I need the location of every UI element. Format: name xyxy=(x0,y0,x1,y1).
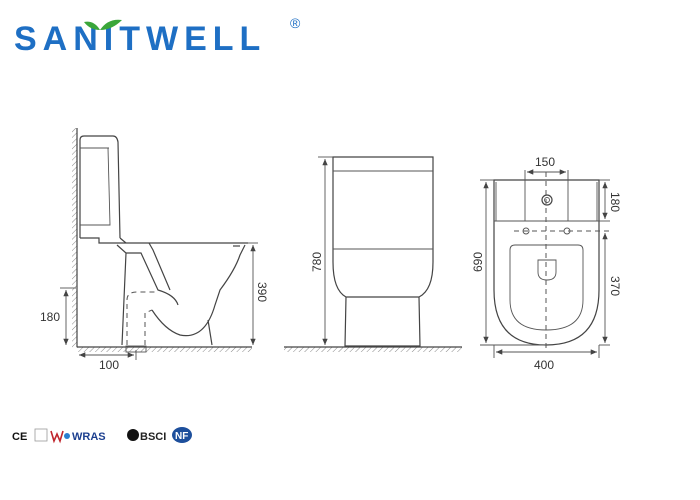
top-view: 150 180 370 690 400 xyxy=(471,155,622,372)
side-view: 390 180 100 xyxy=(40,128,269,372)
certificate-icon xyxy=(34,428,48,442)
bsci-icon xyxy=(127,429,139,441)
bsci-mark: BSCI xyxy=(140,431,166,443)
certification-logos: CE WRAS BSCI NF xyxy=(12,427,192,444)
brand-logo: SANITWELL ® xyxy=(14,15,301,58)
dim-total-height: 780 xyxy=(310,252,324,272)
nf-badge xyxy=(172,427,192,443)
dim-seat-height: 390 xyxy=(255,282,269,302)
dim-width: 400 xyxy=(534,358,554,372)
dim-outlet-offset: 100 xyxy=(99,358,119,372)
dim-fixing-spacing: 150 xyxy=(535,155,555,169)
leaf-icon xyxy=(100,19,122,30)
watermark-icon xyxy=(50,430,64,444)
dim-tank-depth: 180 xyxy=(608,192,622,212)
water-drop-icon xyxy=(64,433,70,439)
brand-name: SANITWELL xyxy=(14,20,266,58)
dim-outlet-height: 180 xyxy=(40,310,60,324)
wras-mark: WRAS xyxy=(72,431,106,443)
nf-mark: NF xyxy=(175,431,188,442)
dim-bowl-length: 370 xyxy=(608,276,622,296)
dim-total-length: 690 xyxy=(471,252,485,272)
front-view: 780 xyxy=(284,156,462,352)
leaf-icon xyxy=(84,21,100,30)
registered-mark: ® xyxy=(290,15,301,31)
ce-mark: CE xyxy=(12,431,27,443)
